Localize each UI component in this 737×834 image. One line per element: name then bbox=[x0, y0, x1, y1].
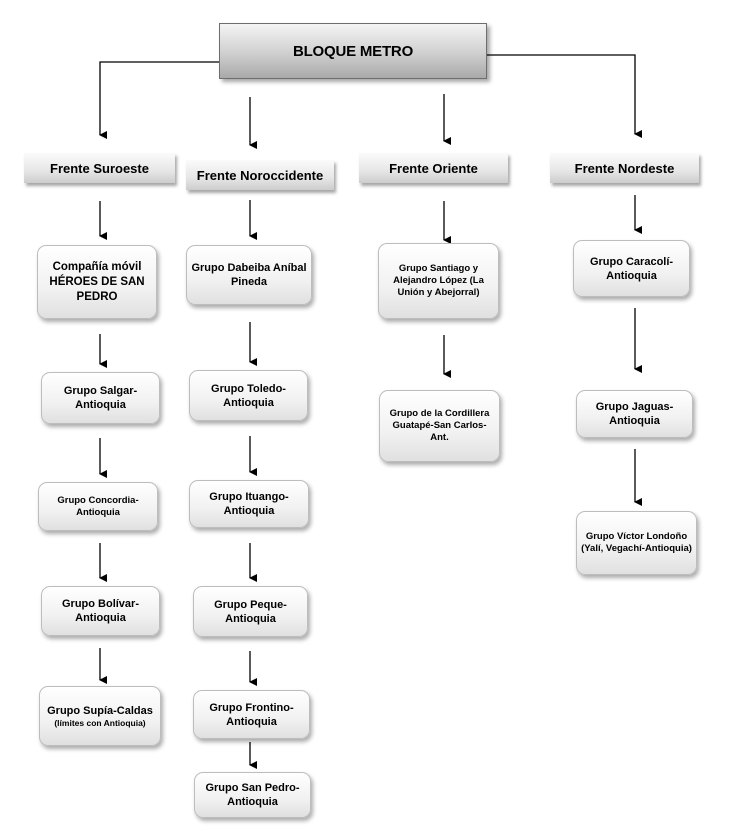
node-suroeste-2: Grupo Salgar-Antioquia bbox=[41, 372, 160, 424]
connector-root-nordeste bbox=[485, 54, 642, 138]
node-noroccidente-1: Grupo Dabeiba Aníbal Pineda bbox=[186, 245, 312, 305]
node-nordeste-3: Grupo Víctor Londoño (Yalí, Vegachí-Anti… bbox=[576, 511, 697, 575]
node-noroccidente-5: Grupo Frontino-Antioquia bbox=[193, 690, 310, 739]
node-suroeste-4: Grupo Bolívar-Antioquia bbox=[41, 586, 160, 636]
node-label: Grupo Peque-Antioquia bbox=[214, 598, 287, 625]
node-noroccidente-6: Grupo San Pedro-Antioquia bbox=[194, 772, 311, 818]
node-suroeste-3: Grupo Concordia-Antioquia bbox=[38, 482, 158, 531]
node-note: (límites con Antioquia) bbox=[54, 717, 146, 728]
node-label: Grupo Supía-Caldas bbox=[47, 704, 153, 717]
node-suroeste-5: Grupo Supía-Caldas (límites con Antioqui… bbox=[39, 686, 161, 746]
node-label: Grupo Salgar-Antioquia bbox=[63, 385, 138, 411]
node-label: Grupo Caracolí-Antioquia bbox=[589, 255, 674, 282]
node-noroccidente-2: Grupo Toledo-Antioquia bbox=[189, 370, 308, 421]
node-label: Grupo Frontino-Antioquia bbox=[209, 701, 294, 728]
root-node: BLOQUE METRO bbox=[219, 23, 487, 79]
node-label: Grupo Jaguas-Antioquia bbox=[595, 401, 674, 427]
node-label: Grupo Toledo-Antioquia bbox=[211, 382, 286, 409]
node-label: Grupo Santiago y Alejandro López (La Uni… bbox=[393, 263, 484, 298]
node-label: Grupo de la Cordillera Guatapé-San Carlo… bbox=[389, 408, 490, 443]
front-nordeste: Frente Nordeste bbox=[550, 153, 699, 183]
front-noroccidente: Frente Noroccidente bbox=[186, 160, 334, 190]
node-label: Compañía móvil HÉROES DE SAN PEDRO bbox=[49, 260, 145, 303]
node-noroccidente-4: Grupo Peque-Antioquia bbox=[193, 586, 308, 637]
node-nordeste-1: Grupo Caracolí-Antioquia bbox=[573, 240, 690, 297]
node-label: Grupo Ituango-Antioquia bbox=[209, 491, 289, 517]
node-label: Grupo Bolívar-Antioquia bbox=[61, 598, 139, 624]
node-label: Grupo San Pedro-Antioquia bbox=[205, 782, 300, 808]
node-oriente-1: Grupo Santiago y Alejandro López (La Uni… bbox=[378, 243, 499, 319]
node-oriente-2: Grupo de la Cordillera Guatapé-San Carlo… bbox=[379, 390, 500, 462]
node-nordeste-2: Grupo Jaguas-Antioquia bbox=[576, 390, 693, 438]
connector-root-suroeste bbox=[99, 61, 219, 139]
node-noroccidente-3: Grupo Ituango-Antioquia bbox=[189, 480, 309, 528]
front-oriente: Frente Oriente bbox=[359, 153, 508, 183]
node-label: Grupo Víctor Londoño (Yalí, Vegachí-Anti… bbox=[581, 531, 692, 554]
node-suroeste-1: Compañía móvil HÉROES DE SAN PEDRO bbox=[37, 245, 157, 319]
front-suroeste: Frente Suroeste bbox=[24, 153, 175, 183]
node-label: Grupo Concordia-Antioquia bbox=[57, 494, 139, 518]
node-label: Grupo Dabeiba Aníbal Pineda bbox=[191, 262, 307, 288]
